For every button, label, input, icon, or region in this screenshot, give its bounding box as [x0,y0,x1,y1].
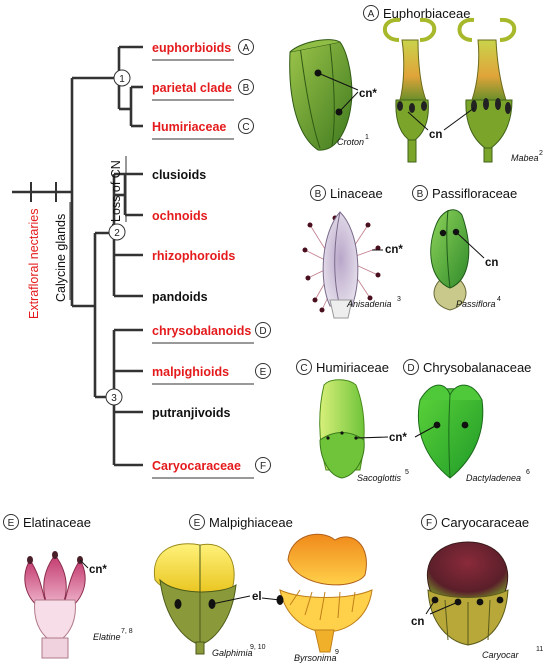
clade-parietal: parietal clade [152,81,232,95]
anisadenia-ref: 3 [397,296,401,303]
panel-b1-family: Linaceae [330,186,383,201]
clade-euphorbioids: euphorbioids [152,41,231,55]
clade-letter-d: D [259,326,266,337]
dactyladenea-flower-illustration [414,384,484,479]
croton-genus: Croton [337,137,364,147]
clade-letter-f: F [260,461,266,472]
panel-malpighiaceae: E Malpighiaceae el Galphimia 9, 10 Byrso… [153,514,373,663]
elatine-flower-illustration [24,551,89,659]
byrsonima-genus: Byrsonima [294,653,337,663]
clade-ochnoids: ochnoids [152,209,208,223]
panel-f-letter: F [426,518,432,529]
clade-humiriaceae: Humiriaceae [152,120,226,134]
panel-elatinaceae: E Elatinaceae cn* Elatine 7, 8 [3,514,133,659]
dactyladenea-ref: 6 [526,469,530,476]
clade-putranjivoids: putranjivoids [152,406,231,420]
panel-b1-letter: B [315,189,322,200]
croton-ref: 1 [365,134,369,141]
clade-chrysobalanoids: chrysobalanoids [152,324,251,338]
clade-caryocaraceae: Caryocaraceae [152,459,241,473]
anisadenia-genus: Anisadenia [346,299,392,309]
clade-clusioids: clusioids [152,168,206,182]
dactyladenea-genus: Dactyladenea [466,473,521,483]
node-2-marker [108,223,126,241]
panel-linaceae: B Linaceae cn* Anisadenia 3 [302,185,403,319]
panel-a-letter: A [368,9,375,20]
node-1-label: 1 [119,74,125,85]
panel-euphorbiaceae: A Euphorbiaceae cn* Croton 1 [289,5,543,163]
panel-e2-letter: E [194,518,201,529]
node-3-marker [105,388,123,406]
clade-pandoids: pandoids [152,290,208,304]
panel-b2-family: Passifloraceae [432,186,517,201]
node-1-marker [113,69,131,87]
passiflora-genus: Passiflora [456,299,496,309]
elatine-cn-label: cn* [89,564,107,576]
caryocar-cn-label: cn [411,616,424,628]
clade-malpighioids: malpighioids [152,365,229,379]
croton-flower-illustration [289,39,359,151]
mabea-cn-label: cn [429,129,442,141]
loss-of-cn-label: Loss of CN [109,160,123,222]
passiflora-cn-label: cn [485,257,498,269]
clade-letter-markers: A B C D E F [238,39,271,473]
galphimia-flower-illustration [153,543,251,655]
panel-chrysobalanaceae: D Chrysobalanaceae Dactyladenea 6 [403,359,531,483]
clade-letter-e: E [260,367,267,378]
panel-humiriaceae: C Humiriaceae cn* Sacoglottis 5 [296,359,409,483]
galphimia-genus: Galphimia [212,648,253,658]
caryocar-genus: Caryocar [482,650,520,660]
caryocar-ref: 11 [536,646,543,653]
panel-c-family: Humiriaceae [316,360,389,375]
panel-b2-letter: B [417,189,424,200]
panel-e1-family: Elatinaceae [23,515,91,530]
byrsonima-flower-illustration [261,533,373,653]
panel-d-letter: D [407,363,414,374]
node-2-label: 2 [114,228,120,239]
byrsonima-ref: 9 [335,649,339,656]
panel-f-family: Caryocaraceae [441,515,529,530]
panel-caryocaraceae: F Caryocaraceae cn Caryocar 11 [411,514,543,660]
mabea-flower-illustration [382,17,517,163]
sacoglottis-cn-label: cn* [389,432,407,444]
sacoglottis-ref: 5 [405,469,409,476]
panel-c-letter: C [300,363,307,374]
extrafloral-nectaries-label: Extrafloral nectaries [27,209,41,319]
clade-rhizophoroids: rhizophoroids [152,249,235,263]
panel-a-family: Euphorbiaceae [383,6,470,21]
passiflora-flower-illustration [430,209,485,311]
galphimia-ref: 9, 10 [250,644,266,651]
passiflora-ref: 4 [497,296,501,303]
panel-e1-letter: E [8,518,15,529]
mabea-ref: 2 [539,150,543,157]
clade-list: euphorbioids parietal clade Humiriaceae … [152,41,254,479]
panel-passifloraceae: B Passifloraceae cn Passiflora 4 [412,185,517,311]
clade-letter-a: A [243,43,250,54]
anisadenia-cn-label: cn* [385,244,403,256]
anisadenia-flower-illustration [302,211,383,319]
croton-cn-label: cn* [359,88,377,100]
node-3-label: 3 [111,393,117,404]
mabea-genus: Mabea [511,153,539,163]
phylogenetic-tree: 1 2 3 Extrafloral nectaries Calycine gla… [12,39,271,479]
caryocar-flower-illustration [425,541,509,646]
malpighiaceae-el-label: el [252,591,262,603]
sacoglottis-genus: Sacoglottis [357,473,402,483]
calycine-glands-label: Calycine glands [54,214,68,302]
clade-letter-c: C [242,122,249,133]
elatine-genus: Elatine [93,632,121,642]
clade-letter-b: B [243,83,250,94]
panel-d-family: Chrysobalanaceae [423,360,531,375]
sacoglottis-flower-illustration [319,379,389,479]
panel-e2-family: Malpighiaceae [209,515,293,530]
elatine-ref: 7, 8 [121,628,133,635]
